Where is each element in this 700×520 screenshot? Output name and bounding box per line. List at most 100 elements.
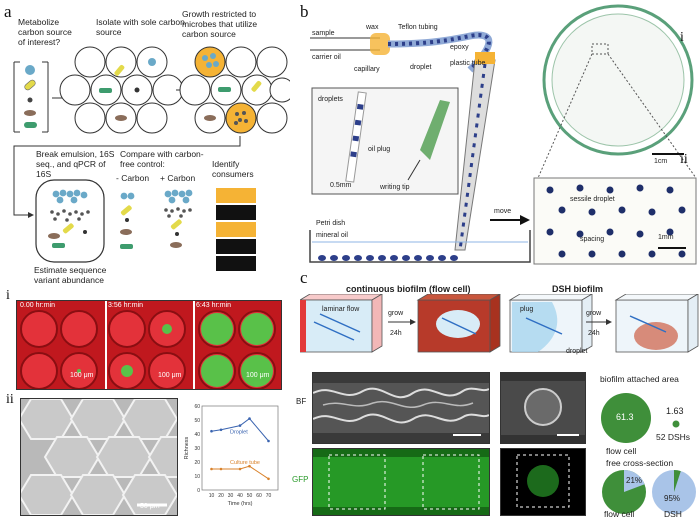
droplet-c-label: droplet: [566, 348, 588, 355]
panel-b-letter: b: [300, 2, 309, 21]
series-label: Culture tube: [230, 460, 260, 466]
sessile-droplet-label: sessile droplet: [570, 196, 615, 203]
droplet-array: [546, 184, 686, 258]
x-tick-label: 10: [209, 493, 215, 499]
cross-section-pies: [602, 469, 696, 514]
sessile-droplets-row: [318, 255, 458, 261]
series-point: [219, 428, 223, 432]
flow-cell-label: flow cell: [606, 446, 637, 456]
microbe-bracket: [13, 61, 72, 133]
y-tick-label: 10: [194, 474, 200, 480]
time-label-2: 3:56 hr:min: [108, 302, 144, 309]
oil-plug-label: oil plug: [368, 146, 391, 153]
scale-05mm: 0.5mm: [330, 182, 352, 189]
y-tick-label: 20: [194, 460, 200, 466]
cross-section-title: free cross-section: [606, 458, 674, 468]
scale-50um: 50 μm: [140, 503, 160, 510]
mineral-oil-label: mineral oil: [316, 232, 348, 239]
panel-c-letter: c: [300, 268, 308, 287]
area-bubbles: [601, 393, 680, 443]
growth-label: Growth restricted to microbes that utili…: [182, 9, 258, 39]
gfp-dsh-image: [500, 448, 586, 516]
hexagon-micrograph: [20, 398, 178, 516]
bf-dsh-image: [500, 372, 586, 444]
petri-dish-label: Petri dish: [316, 220, 346, 227]
pie-flow-label: flow cell: [604, 509, 635, 519]
metabolize-question: Metabolize carbon source of interest?: [18, 17, 72, 47]
dsh-bubble: [672, 420, 680, 428]
dsh-title: DSH biofilm: [552, 284, 603, 294]
grow-label-1: grow: [388, 310, 404, 317]
bf-label: BF: [296, 397, 307, 406]
series-point: [267, 439, 270, 443]
time-label-3: 6:43 hr:min: [196, 302, 232, 309]
x-tick-label: 60: [256, 493, 262, 499]
identify-consumers-label: Identify consumers: [212, 159, 254, 179]
plus-carbon-label: + Carbon: [160, 173, 196, 183]
bottom-ii-label: ii: [6, 392, 14, 407]
x-axis-label: Time (hrs): [228, 501, 253, 507]
droplet-label: droplet: [410, 64, 432, 71]
teflon-label: Teflon tubing: [398, 24, 438, 31]
biofilm-schematics: [300, 294, 699, 353]
x-tick-label: 70: [266, 493, 272, 499]
minus-carbon-label: - Carbon: [116, 173, 150, 183]
panel-a-diagram: [13, 46, 290, 271]
pie-dsh-pct: 95%: [664, 494, 681, 503]
grow-time-1: 24h: [390, 330, 402, 337]
dish-ii-label: ii: [680, 152, 688, 167]
flow-cell-bubble: [601, 393, 651, 443]
flow-cell-title: continuous biofilm (flow cell): [346, 284, 471, 294]
consumer-bars: [216, 188, 256, 271]
plastic-tube-label: plastic tube: [450, 60, 486, 67]
y-tick-label: 50: [194, 418, 200, 424]
scale-1cm: 1cm: [654, 158, 668, 165]
dish-i-label: i: [680, 30, 684, 45]
wax-label: wax: [366, 24, 379, 31]
move-label: move: [494, 208, 512, 215]
grow-label-2: grow: [586, 310, 602, 317]
emulsion-grid-2: [179, 46, 290, 134]
micrograph-row: [16, 300, 282, 390]
y-axis-label: Richness: [184, 436, 190, 459]
series-point: [248, 417, 251, 420]
flow-cell-value: 61.3: [616, 412, 634, 422]
pie-flow-pct: 21%: [626, 476, 643, 485]
carrier-oil-label: carrier oil: [312, 54, 341, 61]
time-label-1: 0.00 hr:min: [20, 302, 56, 309]
y-tick-label: 60: [194, 404, 200, 410]
series-point: [238, 424, 242, 427]
series-label: Droplet: [230, 430, 248, 436]
x-tick-label: 40: [237, 493, 243, 499]
plot-area: [201, 405, 279, 491]
compare-label: Compare with carbon-free control:: [120, 149, 204, 169]
y-tick-label: 0: [197, 488, 200, 494]
dsh-value: 1.63: [666, 406, 684, 416]
scale-1mm: 1mm: [658, 234, 674, 241]
series-point: [267, 477, 270, 481]
epoxy-label: epoxy: [450, 44, 469, 51]
series-point: [210, 467, 213, 471]
spacing-label: spacing: [580, 236, 605, 243]
x-tick-label: 50: [247, 493, 253, 499]
droplets-label: droplets: [318, 96, 343, 103]
capillary-label: capillary: [354, 66, 380, 73]
series-point: [248, 464, 251, 468]
writing-tip-label: writing tip: [380, 184, 410, 191]
plug-label: plug: [520, 306, 534, 313]
sample-label: sample: [312, 30, 335, 37]
sample-tube: [35, 179, 105, 263]
break-emulsion-label: Break emulsion, 16S seq., and qPCR of 16…: [36, 149, 115, 179]
y-tick-label: 40: [194, 432, 200, 438]
pie-flow-free-slice: [624, 469, 645, 492]
y-tick-label: 30: [194, 446, 200, 452]
bf-flow-image: [312, 372, 490, 444]
series-point: [219, 467, 223, 471]
laminar-flow-label: laminar flow: [322, 306, 360, 313]
dsh-count-label: 52 DSHs: [656, 432, 691, 442]
x-tick-label: 20: [218, 493, 224, 499]
pie-dsh-occupied-slice: [674, 470, 681, 492]
isolate-label: Isolate with sole carbon source: [96, 17, 185, 37]
